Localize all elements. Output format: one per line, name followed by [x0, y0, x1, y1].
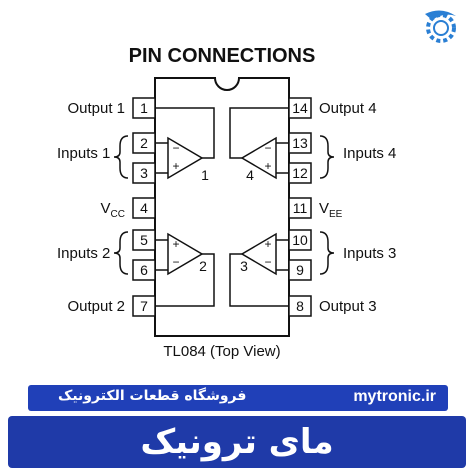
- inputs-4-label: Inputs 4: [343, 145, 396, 162]
- opamp-4-plus: +: [264, 159, 271, 173]
- pin-2-number: 2: [140, 135, 148, 151]
- brand-logo-icon: [425, 10, 456, 43]
- opamp-1: − + 1: [155, 107, 215, 183]
- pin-1-label: Output 1: [67, 100, 125, 117]
- pin-1-number: 1: [140, 100, 148, 116]
- pin-11-label: VEE: [319, 200, 343, 220]
- pin-13-number: 13: [292, 135, 308, 151]
- pin-10-number: 10: [292, 232, 308, 248]
- pin-4-number: 4: [140, 200, 148, 216]
- opamp-2-minus: −: [172, 255, 179, 269]
- inputs-3-label: Inputs 3: [343, 245, 396, 262]
- opamp-3-plus: +: [264, 237, 271, 251]
- pin-5-number: 5: [140, 232, 148, 248]
- opamp-1-number: 1: [201, 167, 209, 183]
- opamp-3-number: 3: [240, 258, 248, 274]
- opamp-4: − + 4: [229, 107, 289, 183]
- opamp-3: + − 3: [229, 232, 289, 307]
- opamp-2-number: 2: [199, 258, 207, 274]
- opamp-4-number: 4: [246, 167, 254, 183]
- pin-8-number: 8: [296, 298, 304, 314]
- opamp-1-plus: +: [172, 159, 179, 173]
- pin-7-number: 7: [140, 298, 148, 314]
- site-url[interactable]: mytronic.ir: [353, 388, 436, 405]
- pin-4-box: [132, 197, 156, 219]
- pin-14-number: 14: [292, 100, 308, 116]
- pin-11-number: 11: [293, 200, 308, 216]
- pin-7-label: Output 2: [67, 298, 125, 315]
- pin-12-number: 12: [292, 165, 308, 181]
- pin-4-label: VCC: [101, 200, 125, 220]
- pin-8-label: Output 3: [319, 298, 377, 315]
- brand-box: مای ترونیک: [8, 416, 466, 468]
- pin-3-number: 3: [140, 165, 148, 181]
- inputs-2-label: Inputs 2: [57, 245, 110, 262]
- caption: TL084 (Top View): [163, 343, 280, 360]
- pin-9-number: 9: [296, 262, 304, 278]
- brand-name: مای ترونیک: [140, 422, 334, 462]
- braces: [113, 135, 335, 275]
- opamp-2-plus: +: [172, 237, 179, 251]
- pin-14-label: Output 4: [319, 100, 377, 117]
- banner-strip: فروشگاه قطعات الکترونیک mytronic.ir: [28, 385, 448, 411]
- page-title: PIN CONNECTIONS: [129, 45, 316, 67]
- opamp-4-minus: −: [264, 141, 271, 155]
- ic-body: [154, 77, 290, 337]
- pin-6-number: 6: [140, 262, 148, 278]
- inputs-1-label: Inputs 1: [57, 145, 110, 162]
- footer-banner: فروشگاه قطعات الکترونیک mytronic.ir مای …: [0, 378, 474, 474]
- shop-tagline: فروشگاه قطعات الکترونیک: [58, 388, 247, 404]
- opamp-3-minus: −: [264, 255, 271, 269]
- opamp-1-minus: −: [172, 141, 179, 155]
- pin-11-box: [288, 197, 312, 219]
- opamp-2: + − 2: [155, 232, 215, 307]
